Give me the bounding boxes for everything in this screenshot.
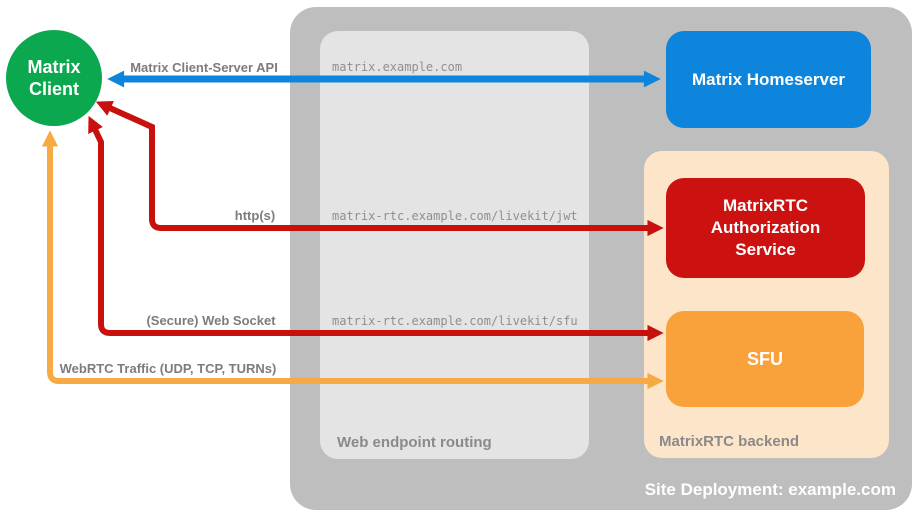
matrix-client-node: Matrix Client xyxy=(6,30,102,126)
sfu-node: SFU xyxy=(666,311,864,407)
matrix-homeserver-node: Matrix Homeserver xyxy=(666,31,871,128)
web-endpoint-routing-container: Web endpoint routing xyxy=(320,31,589,459)
matrixrtc-backend-label: MatrixRTC backend xyxy=(659,433,800,450)
site-deployment-label: Site Deployment: example.com xyxy=(644,480,896,499)
connection-label-client-server-api: Matrix Client-Server API xyxy=(130,60,278,75)
connection-label-webrtc-traffic: WebRTC Traffic (UDP, TCP, TURNs) xyxy=(59,361,277,376)
endpoint-label-homeserver: matrix.example.com xyxy=(332,60,463,74)
connection-label-https: http(s) xyxy=(234,208,276,223)
endpoint-label-livekit-jwt: matrix-rtc.example.com/livekit/jwt xyxy=(332,209,578,223)
matrixrtc-authorization-service-node: MatrixRTC Authorization Service xyxy=(666,178,865,278)
endpoint-label-livekit-sfu: matrix-rtc.example.com/livekit/sfu xyxy=(332,314,578,328)
connection-label-web-socket: (Secure) Web Socket xyxy=(146,313,276,328)
web-endpoint-routing-label: Web endpoint routing xyxy=(337,434,492,451)
